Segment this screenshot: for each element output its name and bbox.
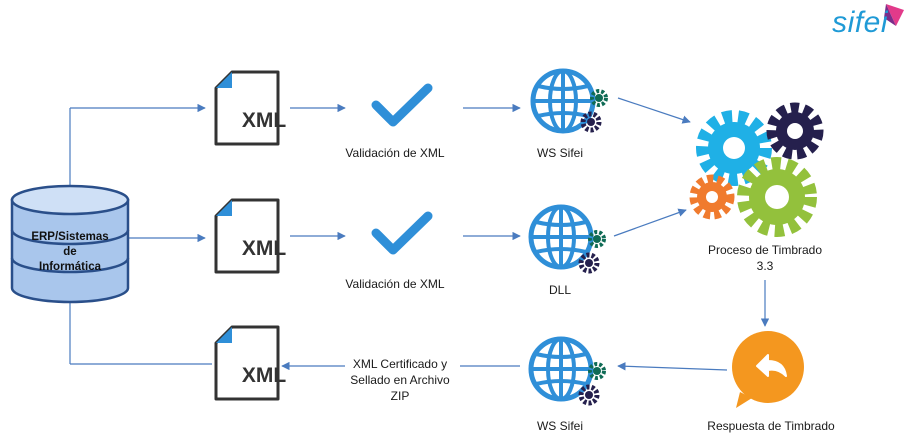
validation-label-2: Validación de XML	[345, 277, 445, 291]
validation-label-1: Validación de XML	[345, 146, 445, 160]
xml-file-icon-2	[214, 198, 280, 274]
certified-xml-label: XML Certificado y Sellado en Archivo ZIP	[330, 356, 470, 404]
arrow-ws-to-process	[617, 97, 691, 124]
gears-icon	[689, 102, 824, 237]
xml-text-2: XML	[242, 237, 287, 260]
ws-sifei-label-bottom: WS Sifei	[536, 419, 583, 433]
process-label: Proceso de Timbrado 3.3	[690, 242, 840, 274]
xml-text-1: XML	[242, 109, 287, 132]
globe-icon-dll	[531, 207, 606, 274]
xml-file-icon-3	[214, 325, 280, 401]
logo-accent-icon	[884, 4, 904, 26]
globe-icon-ws-bottom	[531, 339, 606, 406]
sifei-logo: sifei	[832, 6, 888, 39]
source-line-2: de	[63, 246, 77, 258]
globe-icon-ws-top	[533, 71, 608, 131]
process-line-2: 3.3	[756, 259, 774, 273]
arrow-response-to-ws	[617, 362, 728, 371]
dll-label: DLL	[548, 283, 571, 297]
source-line-1: ERP/Sistemas	[31, 231, 109, 243]
certified-line-2: Sellado en Archivo	[350, 373, 450, 387]
checkmark-icon-2	[371, 211, 433, 255]
ws-sifei-label-top: WS Sifei	[536, 146, 583, 160]
xml-file-icon-1	[214, 70, 280, 146]
response-label: Respuesta de Timbrado	[707, 419, 835, 433]
certified-line-1: XML Certificado y	[352, 357, 448, 371]
database-icon	[10, 184, 130, 304]
arrow-dll-to-process	[613, 208, 687, 237]
connectors	[69, 97, 770, 371]
certified-line-3: ZIP	[390, 389, 410, 403]
checkmark-icon-1	[371, 83, 433, 127]
response-bubble-icon	[732, 331, 804, 408]
process-line-1: Proceso de Timbrado	[707, 243, 823, 257]
source-system-label: ERP/Sistemas de Informática	[14, 230, 126, 275]
source-line-3: Informática	[39, 261, 101, 273]
xml-text-3: XML	[242, 364, 287, 387]
